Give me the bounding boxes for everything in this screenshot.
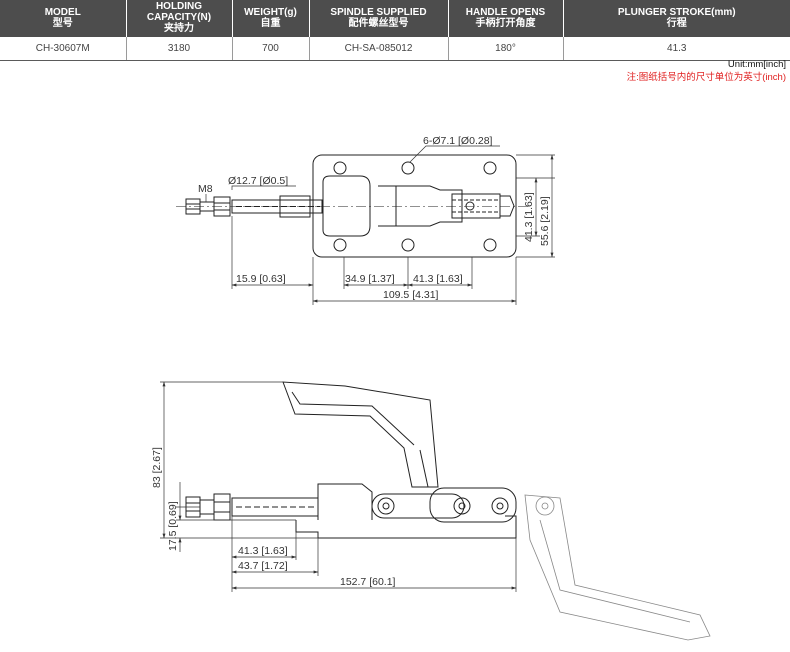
top-view-labels: 6-Ø7.1 [Ø0.28] Ø12.7 [Ø0.5] M8 15.9 [0.6… bbox=[198, 135, 551, 301]
side-view-labels: 83 [2.67] 17.5 [0.69] 41.3 [1.63] 43.7 [… bbox=[151, 447, 396, 588]
bracket-body bbox=[322, 175, 371, 237]
dim-h1-label: 41.3 [1.63] bbox=[238, 545, 288, 557]
unit-note: Unit:mm[inch] 注:图纸括号内的尺寸单位为英寸(inch) bbox=[627, 58, 786, 84]
dim-v2-label: 55.6 [2.19] bbox=[539, 196, 551, 246]
side-base bbox=[295, 515, 517, 539]
header-holding-capacity: HOLDING CAPACITY(N)夹持力 bbox=[126, 0, 233, 37]
cell-weight: 700 bbox=[232, 37, 310, 61]
handle-open-position bbox=[524, 494, 711, 641]
dim-left-label: 15.9 [0.63] bbox=[236, 273, 286, 285]
rod-diameter-label: Ø12.7 [Ø0.5] bbox=[228, 175, 288, 187]
link-arm-2 bbox=[429, 487, 517, 523]
top-view-dimensions bbox=[205, 145, 555, 305]
side-view-dimensions bbox=[160, 381, 517, 592]
plunger-housing bbox=[396, 185, 463, 227]
cell-model: CH-30607M bbox=[0, 37, 127, 61]
side-plunger-rod bbox=[231, 497, 319, 517]
cell-plunger-stroke: 41.3 bbox=[563, 37, 790, 61]
dim-mid1-label: 34.9 [1.37] bbox=[345, 273, 395, 285]
side-nut bbox=[213, 493, 231, 521]
link-arm bbox=[371, 493, 465, 519]
header-plunger-stroke: PLUNGER STROKE(mm)行程 bbox=[563, 0, 790, 37]
unit-note-zh: 注:图纸括号内的尺寸单位为英寸(inch) bbox=[626, 72, 786, 83]
pivot-3 bbox=[491, 497, 509, 515]
dim-v-small-label: 17.5 [0.69] bbox=[167, 501, 179, 551]
mounting-holes bbox=[333, 161, 497, 252]
dim-v1-label: 41.3 [1.63] bbox=[523, 192, 535, 242]
height-label: 83 [2.67] bbox=[151, 447, 163, 488]
thread-label: M8 bbox=[198, 183, 213, 195]
table-row: CH-30607M 3180 700 CH-SA-085012 180° 41.… bbox=[0, 37, 790, 61]
dim-total-label: 109.5 [4.31] bbox=[383, 289, 439, 301]
cell-handle-opens: 180° bbox=[448, 37, 564, 61]
dim-mid2-label: 41.3 [1.63] bbox=[413, 273, 463, 285]
holes-label: 6-Ø7.1 [Ø0.28] bbox=[423, 135, 493, 147]
body-block bbox=[317, 483, 373, 520]
cell-spindle: CH-SA-085012 bbox=[309, 37, 449, 61]
pivot-1 bbox=[377, 497, 395, 515]
header-weight: WEIGHT(g)自重 bbox=[232, 0, 310, 37]
cell-holding-capacity: 3180 bbox=[126, 37, 233, 61]
dim-h2-label: 43.7 [1.72] bbox=[238, 560, 288, 572]
unit-note-en: Unit:mm[inch] bbox=[727, 59, 786, 70]
side-dim-total-label: 152.7 [60.1] bbox=[340, 576, 396, 588]
pivot-2 bbox=[453, 497, 471, 515]
side-view bbox=[185, 381, 517, 539]
top-view bbox=[176, 154, 530, 258]
handle bbox=[282, 381, 439, 488]
